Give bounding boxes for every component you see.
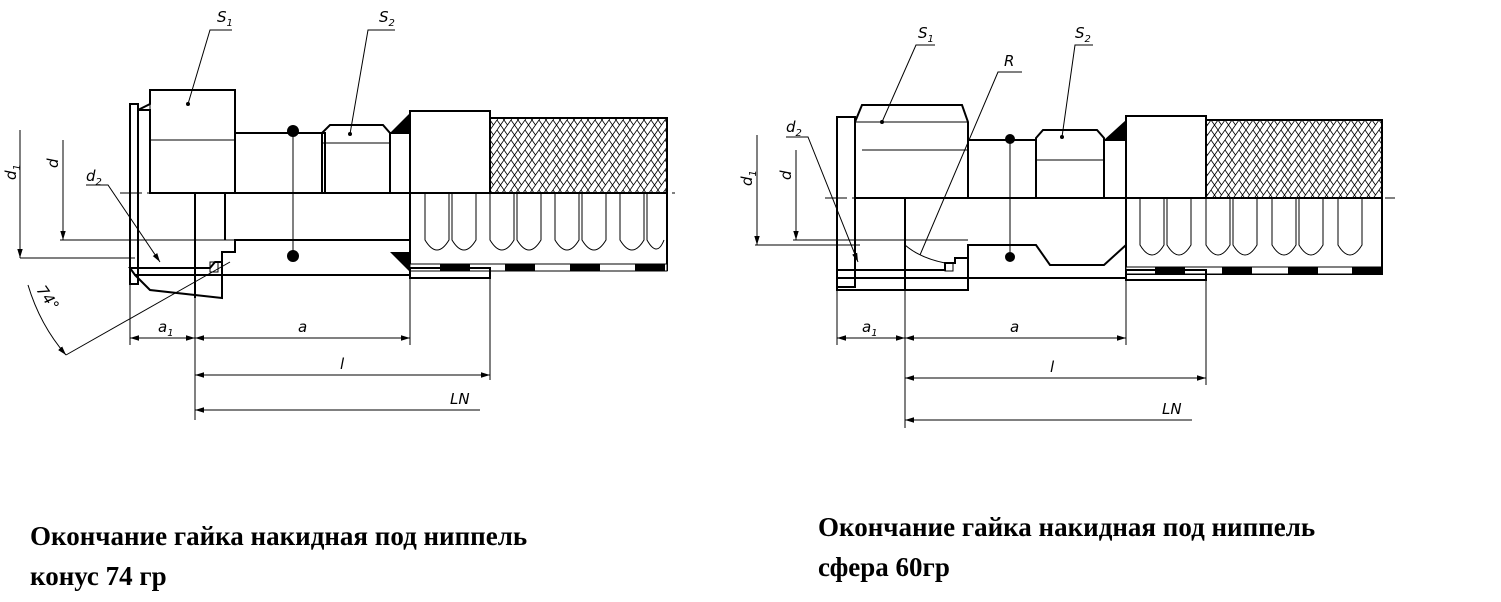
left-d2-label: d [86, 167, 96, 185]
left-a1-label: a [158, 318, 167, 336]
right-a1-label: a [862, 318, 871, 336]
right-caption-line1: Окончание гайка накидная под ниппель [818, 512, 1316, 542]
svg-text:a1: a1 [862, 318, 878, 339]
left-s1-subscript: 1 [227, 18, 233, 29]
svg-text:S1: S1 [918, 24, 934, 45]
svg-text:d2: d2 [86, 167, 102, 188]
left-a1-subscript: 1 [167, 328, 173, 339]
left-a-label: a [298, 318, 307, 336]
left-fitting-drawing: S1 S2 d1 d d2 74° a1 a l LN [2, 8, 680, 420]
left-ln-label: LN [450, 390, 470, 408]
left-s2-subscript: 2 [389, 18, 395, 29]
right-ln-label: LN [1162, 400, 1182, 418]
right-s1-subscript: 1 [928, 34, 934, 45]
left-d2-subscript: 2 [96, 177, 102, 188]
right-caption: Окончание гайка накидная под ниппель сфе… [818, 507, 1315, 587]
right-caption-line2: сфера 60гр [818, 552, 950, 582]
left-d1-subscript: 1 [12, 164, 23, 170]
right-s1-label: S [918, 24, 928, 42]
svg-text:d2: d2 [786, 118, 802, 139]
svg-text:S1: S1 [217, 8, 233, 29]
left-caption-line1: Окончание гайка накидная под ниппель [30, 521, 528, 551]
svg-text:a1: a1 [158, 318, 174, 339]
left-l-label: l [340, 355, 345, 373]
right-d2-subscript: 2 [796, 128, 802, 139]
right-a1-subscript: 1 [871, 328, 877, 339]
left-s2-label: S [379, 8, 389, 26]
left-caption: Окончание гайка накидная под ниппель кон… [30, 516, 527, 596]
right-d1-subscript: 1 [748, 170, 759, 176]
svg-text:S2: S2 [379, 8, 395, 29]
right-l-label: l [1050, 358, 1055, 376]
right-d-label: d [777, 170, 795, 180]
left-d1-label: d [2, 170, 20, 180]
right-fitting-drawing: S1 R S2 d2 d1 d a1 a l LN [738, 24, 1395, 428]
svg-text:S2: S2 [1075, 24, 1091, 45]
svg-text:d1: d1 [2, 164, 23, 180]
right-s2-subscript: 2 [1085, 34, 1091, 45]
right-r-label: R [1004, 52, 1014, 70]
svg-text:d1: d1 [738, 170, 759, 186]
right-a-label: a [1010, 318, 1019, 336]
left-d-label: d [44, 158, 62, 168]
right-d1-label: d [738, 176, 756, 186]
right-d2-label: d [786, 118, 796, 136]
left-caption-line2: конус 74 гр [30, 561, 167, 591]
left-s1-label: S [217, 8, 227, 26]
right-s2-label: S [1075, 24, 1085, 42]
